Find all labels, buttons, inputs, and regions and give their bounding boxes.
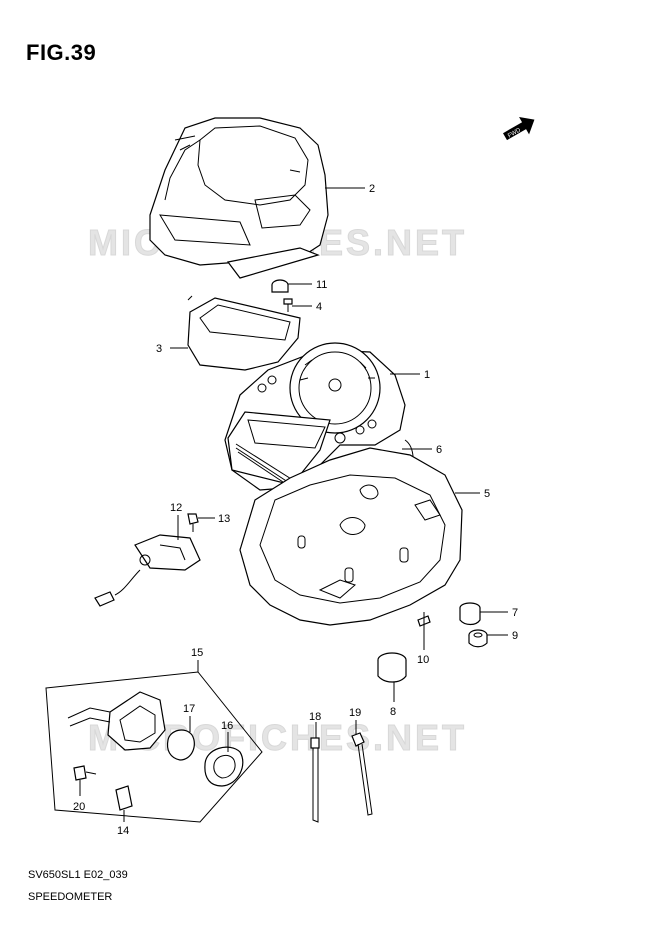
grommet-part-8 xyxy=(377,652,407,683)
callout-16: 16 xyxy=(221,720,233,732)
callout-2: 2 xyxy=(369,183,375,195)
callout-15: 15 xyxy=(191,647,203,659)
callout-9: 9 xyxy=(512,630,518,642)
clip-part-14 xyxy=(115,785,133,811)
footer-drawing-code: SV650SL1 E02_039 xyxy=(28,869,128,881)
meter-lens-part xyxy=(187,295,301,371)
speedometer-assembly-part xyxy=(224,342,406,491)
grommet-part-11 xyxy=(271,279,289,293)
meter-cover-part xyxy=(149,117,329,279)
bolt-part-20 xyxy=(73,765,97,781)
fwd-arrow-icon: FWD xyxy=(503,117,535,141)
callout-19: 19 xyxy=(349,707,361,719)
callout-1: 1 xyxy=(424,369,430,381)
screw-part-4 xyxy=(283,298,293,312)
callout-6: 6 xyxy=(436,444,442,456)
sensor-bracket-part-12 xyxy=(94,534,201,607)
callout-4: 4 xyxy=(316,301,322,313)
screw-part-10 xyxy=(417,612,431,632)
callout-20: 20 xyxy=(73,801,85,813)
cable-tie-part-18 xyxy=(310,737,320,823)
callout-8: 8 xyxy=(390,706,396,718)
callout-13: 13 xyxy=(218,513,230,525)
callout-12: 12 xyxy=(170,502,182,514)
callout-labels: 1 2 3 4 5 6 7 8 9 10 11 12 13 14 15 16 1… xyxy=(73,183,518,837)
callout-3: 3 xyxy=(156,343,162,355)
cable-tie-part-19 xyxy=(351,732,373,816)
grommet-part-7 xyxy=(459,602,481,626)
sensor-kit-box-part-15 xyxy=(45,671,263,823)
footer-section-name: SPEEDOMETER xyxy=(28,891,113,903)
meter-case-part xyxy=(239,447,463,626)
grommet-part-9 xyxy=(468,629,488,648)
leader-lines xyxy=(79,187,508,822)
bolt-part-13 xyxy=(187,513,199,532)
callout-17: 17 xyxy=(183,703,195,715)
callout-14: 14 xyxy=(117,825,129,837)
figure-label: FIG.39 xyxy=(26,40,97,65)
callout-11: 11 xyxy=(316,279,327,291)
callout-10: 10 xyxy=(417,654,429,666)
callout-18: 18 xyxy=(309,711,321,723)
callout-5: 5 xyxy=(484,488,490,500)
callout-7: 7 xyxy=(512,607,518,619)
